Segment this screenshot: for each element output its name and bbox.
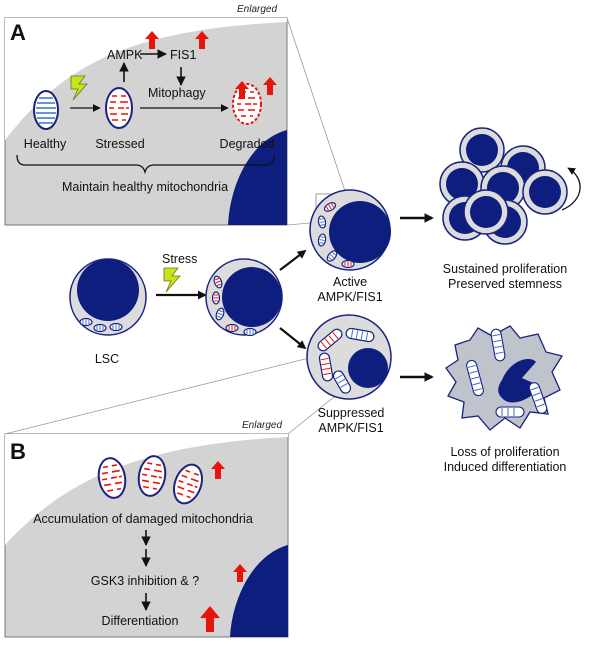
- healthy-mitochondrion: [33, 90, 59, 130]
- healthy-label: Healthy: [23, 137, 67, 151]
- stressed-mitochondrion: [105, 87, 133, 129]
- differentiated-cell: [445, 325, 564, 431]
- panel-b: [4, 351, 356, 638]
- degraded-mitochondrion: [232, 83, 262, 125]
- panel-b-letter: B: [10, 439, 26, 464]
- mitophagy-label: Mitophagy: [148, 86, 206, 100]
- degraded-label: Degraded: [219, 137, 275, 151]
- outcome-bottom-line-2: Induced differentiation: [443, 460, 567, 474]
- panel-a: [4, 17, 347, 226]
- stress-bolt-center-icon: [163, 267, 181, 293]
- differentiation-label: Differentiation: [101, 614, 179, 628]
- proliferating-cluster: [439, 127, 581, 245]
- outcome-bottom-line-1: Loss of proliferation: [450, 445, 560, 459]
- suppressed-label-1: Suppressed: [317, 406, 385, 420]
- suppressed-label-2: AMPK/FIS1: [318, 421, 384, 435]
- panel-a-letter: A: [10, 20, 26, 45]
- outcome-top-line-1: Sustained proliferation: [442, 262, 568, 276]
- maintain-label: Maintain healthy mitochondria: [61, 180, 229, 194]
- gsk3-label: GSK3 inhibition & ?: [90, 574, 200, 588]
- outcome-top-line-2: Preserved stemness: [448, 277, 562, 291]
- suppressed-cell: [306, 314, 392, 400]
- stressed-cell: [205, 258, 283, 337]
- panel-a-enlarged-label: Enlarged: [237, 4, 278, 15]
- panel-b-enlarged-label: Enlarged: [242, 420, 283, 431]
- ampk-label: AMPK: [107, 48, 143, 62]
- accumulation-label: Accumulation of damaged mitochondria: [33, 512, 253, 526]
- lsc-cell: [69, 258, 147, 336]
- active-label-2: AMPK/FIS1: [317, 290, 383, 304]
- stressed-label: Stressed: [95, 137, 145, 151]
- stress-label: Stress: [162, 252, 198, 266]
- lsc-label: LSC: [94, 352, 120, 366]
- active-cell: [309, 189, 391, 271]
- active-label-1: Active: [332, 275, 368, 289]
- fis1-label: FIS1: [170, 48, 197, 62]
